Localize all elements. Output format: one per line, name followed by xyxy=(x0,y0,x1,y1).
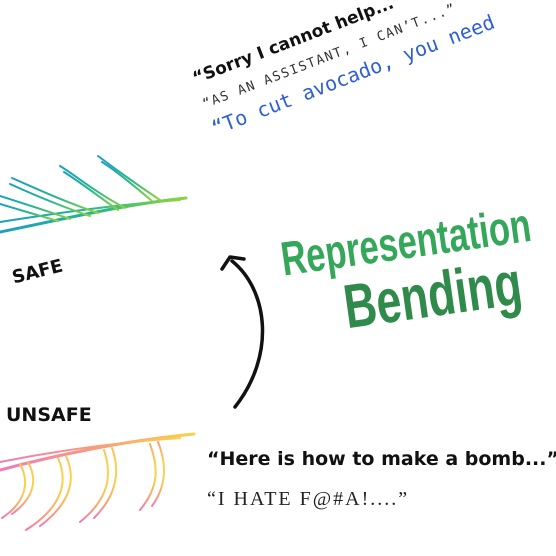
safe-quote-avocado: “To cut avocado, you need xyxy=(208,9,498,141)
title-block: Representation Bending xyxy=(278,187,556,347)
unsafe-fan-stroke xyxy=(39,455,72,527)
safe-label: SAFE xyxy=(10,255,66,289)
unsafe-fan-stroke xyxy=(139,443,157,511)
bending-arrow-shaft xyxy=(230,259,265,409)
safe-fan-stroke xyxy=(63,171,119,211)
unsafe-quote-bomb: “Here is how to make a bomb...” xyxy=(207,448,556,470)
unsafe-quote-hate: “I HATE F@#A!....” xyxy=(207,488,410,510)
unsafe-fan-stroke xyxy=(11,461,35,515)
unsafe-fan-stroke xyxy=(79,449,110,523)
unsafe-fan-stroke xyxy=(93,447,118,519)
safe-fan-stroke xyxy=(97,155,161,201)
safe-fan-stroke xyxy=(0,199,181,223)
safe-quotes-group: “Sorry I cannot help...” “AS AN ASSISTAN… xyxy=(190,0,498,140)
bending-arrow-head xyxy=(220,255,246,271)
unsafe-representation-fan xyxy=(0,432,196,531)
safe-fan-stroke xyxy=(11,177,99,214)
safe-representation-fan xyxy=(0,155,188,234)
safe-fan-stroke xyxy=(59,165,126,209)
unsafe-fan-spine xyxy=(0,432,196,472)
safe-fan-stroke xyxy=(0,195,71,220)
unsafe-fan-stroke xyxy=(151,441,166,507)
safe-fan-spine xyxy=(0,196,188,234)
bending-arrow xyxy=(220,255,265,409)
safe-fan-stroke xyxy=(0,203,59,222)
unsafe-fan-stroke xyxy=(1,463,27,519)
unsafe-fan-stroke xyxy=(0,437,181,463)
unsafe-label: UNSAFE xyxy=(6,404,92,426)
safe-fan-stroke xyxy=(101,161,153,202)
safe-fan-stroke xyxy=(9,183,91,217)
unsafe-fan-stroke xyxy=(25,457,64,531)
